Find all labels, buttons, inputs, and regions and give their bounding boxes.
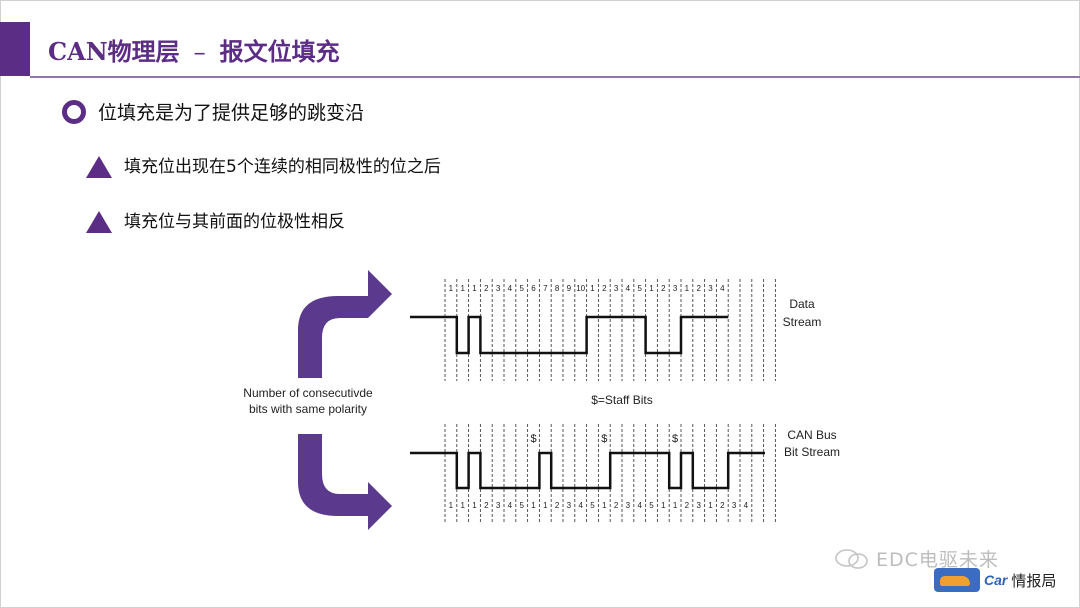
stuff-bits-legend: $=Staff Bits — [591, 393, 652, 407]
triangle-bullet-icon — [86, 211, 112, 233]
car-logo-icon — [934, 568, 980, 592]
ring-bullet-icon — [62, 99, 86, 124]
can-bus-label-line1: CAN Bus — [787, 428, 836, 442]
bit-count-label: 3 — [732, 501, 737, 510]
bit-count-label: 8 — [555, 284, 560, 293]
bit-count-label: 1 — [472, 501, 477, 510]
bit-count-label: 9 — [567, 284, 572, 293]
data-stream-label-line1: Data — [789, 297, 815, 311]
bit-count-label: 2 — [484, 284, 489, 293]
bit-count-label: 5 — [590, 501, 595, 510]
stuff-bit-markers: $ $ $ — [530, 433, 678, 445]
bit-count-label: 1 — [685, 284, 690, 293]
bit-count-label: 4 — [720, 284, 725, 293]
title-rule — [30, 76, 1080, 78]
bit-count-label: 4 — [508, 284, 513, 293]
bit-count-label: 1 — [460, 501, 465, 510]
bit-count-label: 5 — [519, 501, 524, 510]
title-main: CAN物理层 — [48, 37, 180, 66]
bit-count-label: 4 — [744, 501, 749, 510]
bit-count-label: 3 — [708, 284, 713, 293]
bit-count-label: 2 — [720, 501, 725, 510]
bit-count-label: 10 — [576, 284, 585, 293]
bit-count-label: 5 — [637, 284, 642, 293]
bit-count-label: 2 — [602, 284, 607, 293]
data-stream-grid — [444, 279, 776, 381]
bit-count-label: 2 — [661, 284, 666, 293]
bit-count-label: 1 — [649, 284, 654, 293]
up-arrow-icon — [298, 270, 392, 378]
wechat-icon — [835, 548, 868, 569]
watermark-text: EDC电驱未来 — [876, 549, 999, 571]
bullet-level1-text: 位填充是为了提供足够的跳变沿 — [98, 102, 365, 124]
bit-count-label: 1 — [543, 501, 548, 510]
bit-count-label: 5 — [519, 284, 524, 293]
bit-count-label: 7 — [543, 284, 548, 293]
bit-count-label: 1 — [460, 284, 465, 293]
bit-count-label: 1 — [449, 501, 454, 510]
bit-count-label: 1 — [602, 501, 607, 510]
data-stream-label-line2: Stream — [783, 315, 822, 329]
can-bus-label-line2: Bit Stream — [784, 445, 840, 459]
bullet-level1: 位填充是为了提供足够的跳变沿 — [62, 98, 364, 125]
bit-count-label: 2 — [555, 501, 560, 510]
bit-count-label: 3 — [626, 501, 631, 510]
logo-car-text: Car — [984, 572, 1008, 588]
watermark: EDC电驱未来 — [834, 545, 999, 572]
title-separator: – — [193, 38, 206, 66]
bit-count-label: 1 — [673, 501, 678, 510]
data-stream-waveform — [410, 315, 729, 355]
title-sub: 报文位填充 — [219, 37, 340, 66]
left-caption-line1: Number of consecutivde — [243, 386, 373, 400]
brand-logo: Car 情报局 — [934, 568, 1056, 592]
triangle-bullet-icon — [86, 156, 112, 178]
bit-count-label: 3 — [673, 284, 678, 293]
bit-count-label: 3 — [696, 501, 701, 510]
bullet-level2-text: 填充位出现在5个连续的相同极性的位之后 — [124, 156, 441, 177]
bullet-level2-item: 填充位出现在5个连续的相同极性的位之后 — [86, 150, 441, 178]
left-caption-line2: bits with same polarity — [249, 402, 367, 416]
bit-count-label: 3 — [614, 284, 619, 293]
bit-count-label: 1 — [472, 284, 477, 293]
bit-count-label: 2 — [484, 501, 489, 510]
bit-count-label: 6 — [531, 284, 536, 293]
bit-count-label: 3 — [496, 284, 501, 293]
can-bus-waveform — [410, 451, 765, 490]
bullet-level2-text: 填充位与其前面的位极性相反 — [124, 211, 345, 232]
down-arrow-icon — [298, 434, 392, 530]
bit-count-label: 4 — [578, 501, 583, 510]
bit-count-label: 1 — [708, 501, 713, 510]
bit-count-label: 1 — [661, 501, 666, 510]
can-bus-grid — [444, 424, 776, 522]
bit-count-label: 2 — [696, 284, 701, 293]
bit-count-label: 3 — [496, 501, 501, 510]
bullet-level2-item: 填充位与其前面的位极性相反 — [86, 205, 345, 233]
stuff-bit-marker: $ — [601, 433, 607, 445]
bit-count-label: 2 — [614, 501, 619, 510]
bit-count-label: 5 — [649, 501, 654, 510]
bit-count-label: 2 — [685, 501, 690, 510]
logo-cn-text: 情报局 — [1011, 571, 1057, 590]
stuff-bit-marker: $ — [672, 433, 678, 445]
stuff-bit-marker: $ — [530, 433, 536, 445]
bit-count-label: 1 — [449, 284, 454, 293]
title-accent-bar — [0, 22, 30, 76]
bit-count-label: 3 — [567, 501, 572, 510]
bit-count-label: 4 — [508, 501, 513, 510]
bit-count-label: 1 — [531, 501, 536, 510]
slide-title: CAN物理层–报文位填充 — [48, 32, 340, 67]
bit-count-label: 4 — [637, 501, 642, 510]
bit-count-label: 4 — [626, 284, 631, 293]
bit-count-label: 1 — [590, 284, 595, 293]
